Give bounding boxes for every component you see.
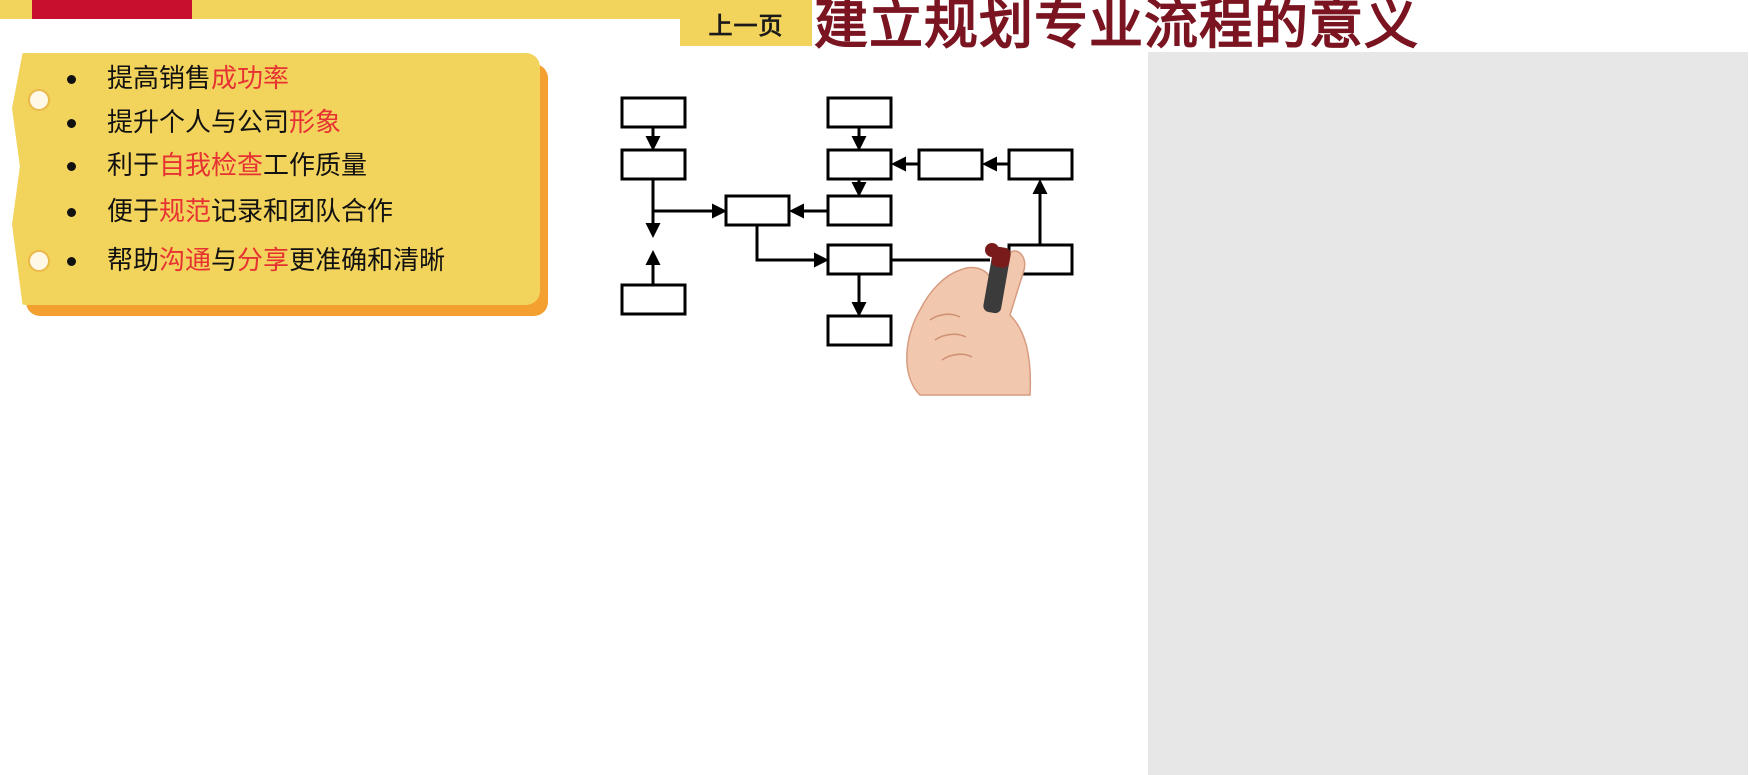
- bullet-card: [12, 53, 540, 305]
- benefit-item: 便于规范记录和团队合作: [62, 197, 393, 227]
- top-accent-bar-yellow-left: [0, 0, 32, 19]
- top-accent-bar-red: [32, 0, 192, 19]
- flowchart-illustration: [620, 96, 1074, 396]
- benefit-item: 提升个人与公司形象: [62, 108, 341, 138]
- benefit-item: 帮助沟通与分享更准确和清晰: [62, 246, 445, 276]
- card-hole-top: [28, 89, 50, 111]
- benefit-item: 提高销售成功率: [62, 64, 289, 94]
- card-hole-bottom: [28, 250, 50, 272]
- page-title: 建立规划专业流程的意义: [814, 0, 1419, 56]
- benefit-item: 利于自我检查工作质量: [62, 151, 367, 181]
- content-panel: [1148, 52, 1748, 775]
- top-accent-bar-yellow: [192, 0, 680, 19]
- prev-page-button[interactable]: 上一页: [680, 0, 812, 46]
- hand-icon: [906, 243, 1032, 396]
